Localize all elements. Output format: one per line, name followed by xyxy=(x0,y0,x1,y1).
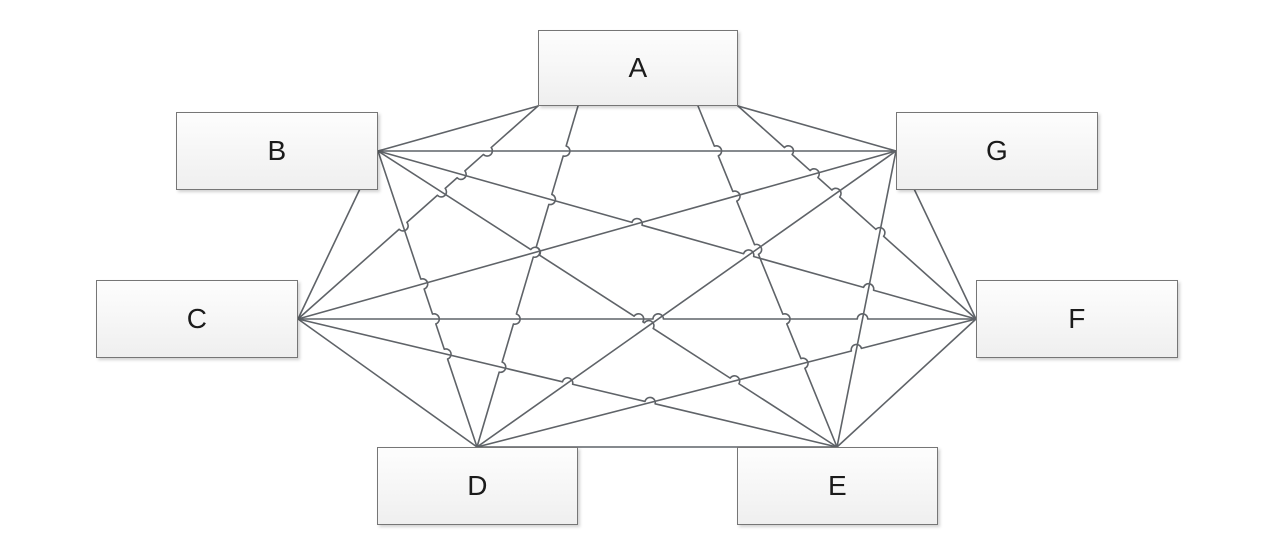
node-label-b: B xyxy=(267,135,287,166)
node-label-e: E xyxy=(828,470,847,501)
node-box-f[interactable]: F xyxy=(976,280,1178,358)
edge-d-f xyxy=(476,318,977,448)
node-box-c[interactable]: C xyxy=(96,280,298,358)
edge-c-d xyxy=(297,318,478,448)
edge-d-g xyxy=(476,150,897,448)
node-label-d: D xyxy=(467,470,488,501)
edge-c-e xyxy=(297,318,838,448)
edge-a-e xyxy=(697,105,838,448)
edge-b-f xyxy=(377,150,977,320)
edge-b-e xyxy=(377,150,838,448)
edge-c-g xyxy=(297,150,897,320)
node-label-f: F xyxy=(1068,303,1086,334)
node-label-a: A xyxy=(628,52,648,83)
edge-a-g xyxy=(737,105,897,152)
node-box-e[interactable]: E xyxy=(737,447,938,525)
edge-b-d xyxy=(377,150,478,448)
edge-a-d xyxy=(476,105,579,448)
node-box-a[interactable]: A xyxy=(538,30,738,106)
node-label-c: C xyxy=(186,303,208,334)
edges-group xyxy=(297,105,977,448)
node-label-g: G xyxy=(985,135,1009,166)
edge-e-f xyxy=(836,318,977,448)
edge-c-f xyxy=(297,313,977,320)
node-box-b[interactable]: B xyxy=(176,112,378,190)
edge-a-b xyxy=(377,105,539,152)
node-box-d[interactable]: D xyxy=(377,447,578,525)
edge-e-g xyxy=(836,150,897,448)
edge-a-c xyxy=(297,105,539,320)
node-box-g[interactable]: G xyxy=(896,112,1098,190)
